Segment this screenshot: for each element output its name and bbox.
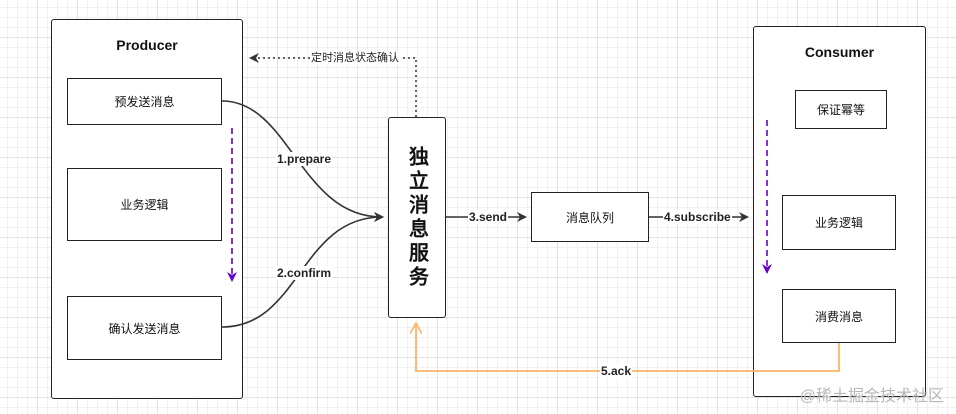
consumer-title: Consumer (804, 44, 875, 60)
message-service-label: 独立消息服务 (405, 145, 428, 290)
producer-step-pre-send: 预发送消息 (67, 78, 222, 125)
producer-step-business-logic: 业务逻辑 (67, 168, 222, 241)
consumer-step-consume: 消费消息 (782, 289, 896, 343)
producer-step-confirm-send: 确认发送消息 (67, 296, 222, 360)
message-service-box: 独立消息服务 (388, 117, 446, 318)
status-check-label: 定时消息状态确认 (310, 51, 400, 65)
confirm-label: 2.confirm (276, 266, 333, 280)
status-check-arrow (249, 53, 417, 117)
subscribe-label: 4.subscribe (663, 210, 732, 224)
ack-label: 5.ack (600, 364, 633, 378)
consumer-step-idempotent: 保证幂等 (795, 90, 887, 129)
prepare-label: 1.prepare (276, 152, 333, 166)
consumer-step-business-logic: 业务逻辑 (782, 195, 896, 250)
message-queue-box: 消息队列 (531, 192, 649, 242)
send-label: 3.send (468, 210, 509, 224)
watermark: @稀土掘金技术社区 (799, 388, 944, 405)
producer-title: Producer (116, 37, 178, 53)
